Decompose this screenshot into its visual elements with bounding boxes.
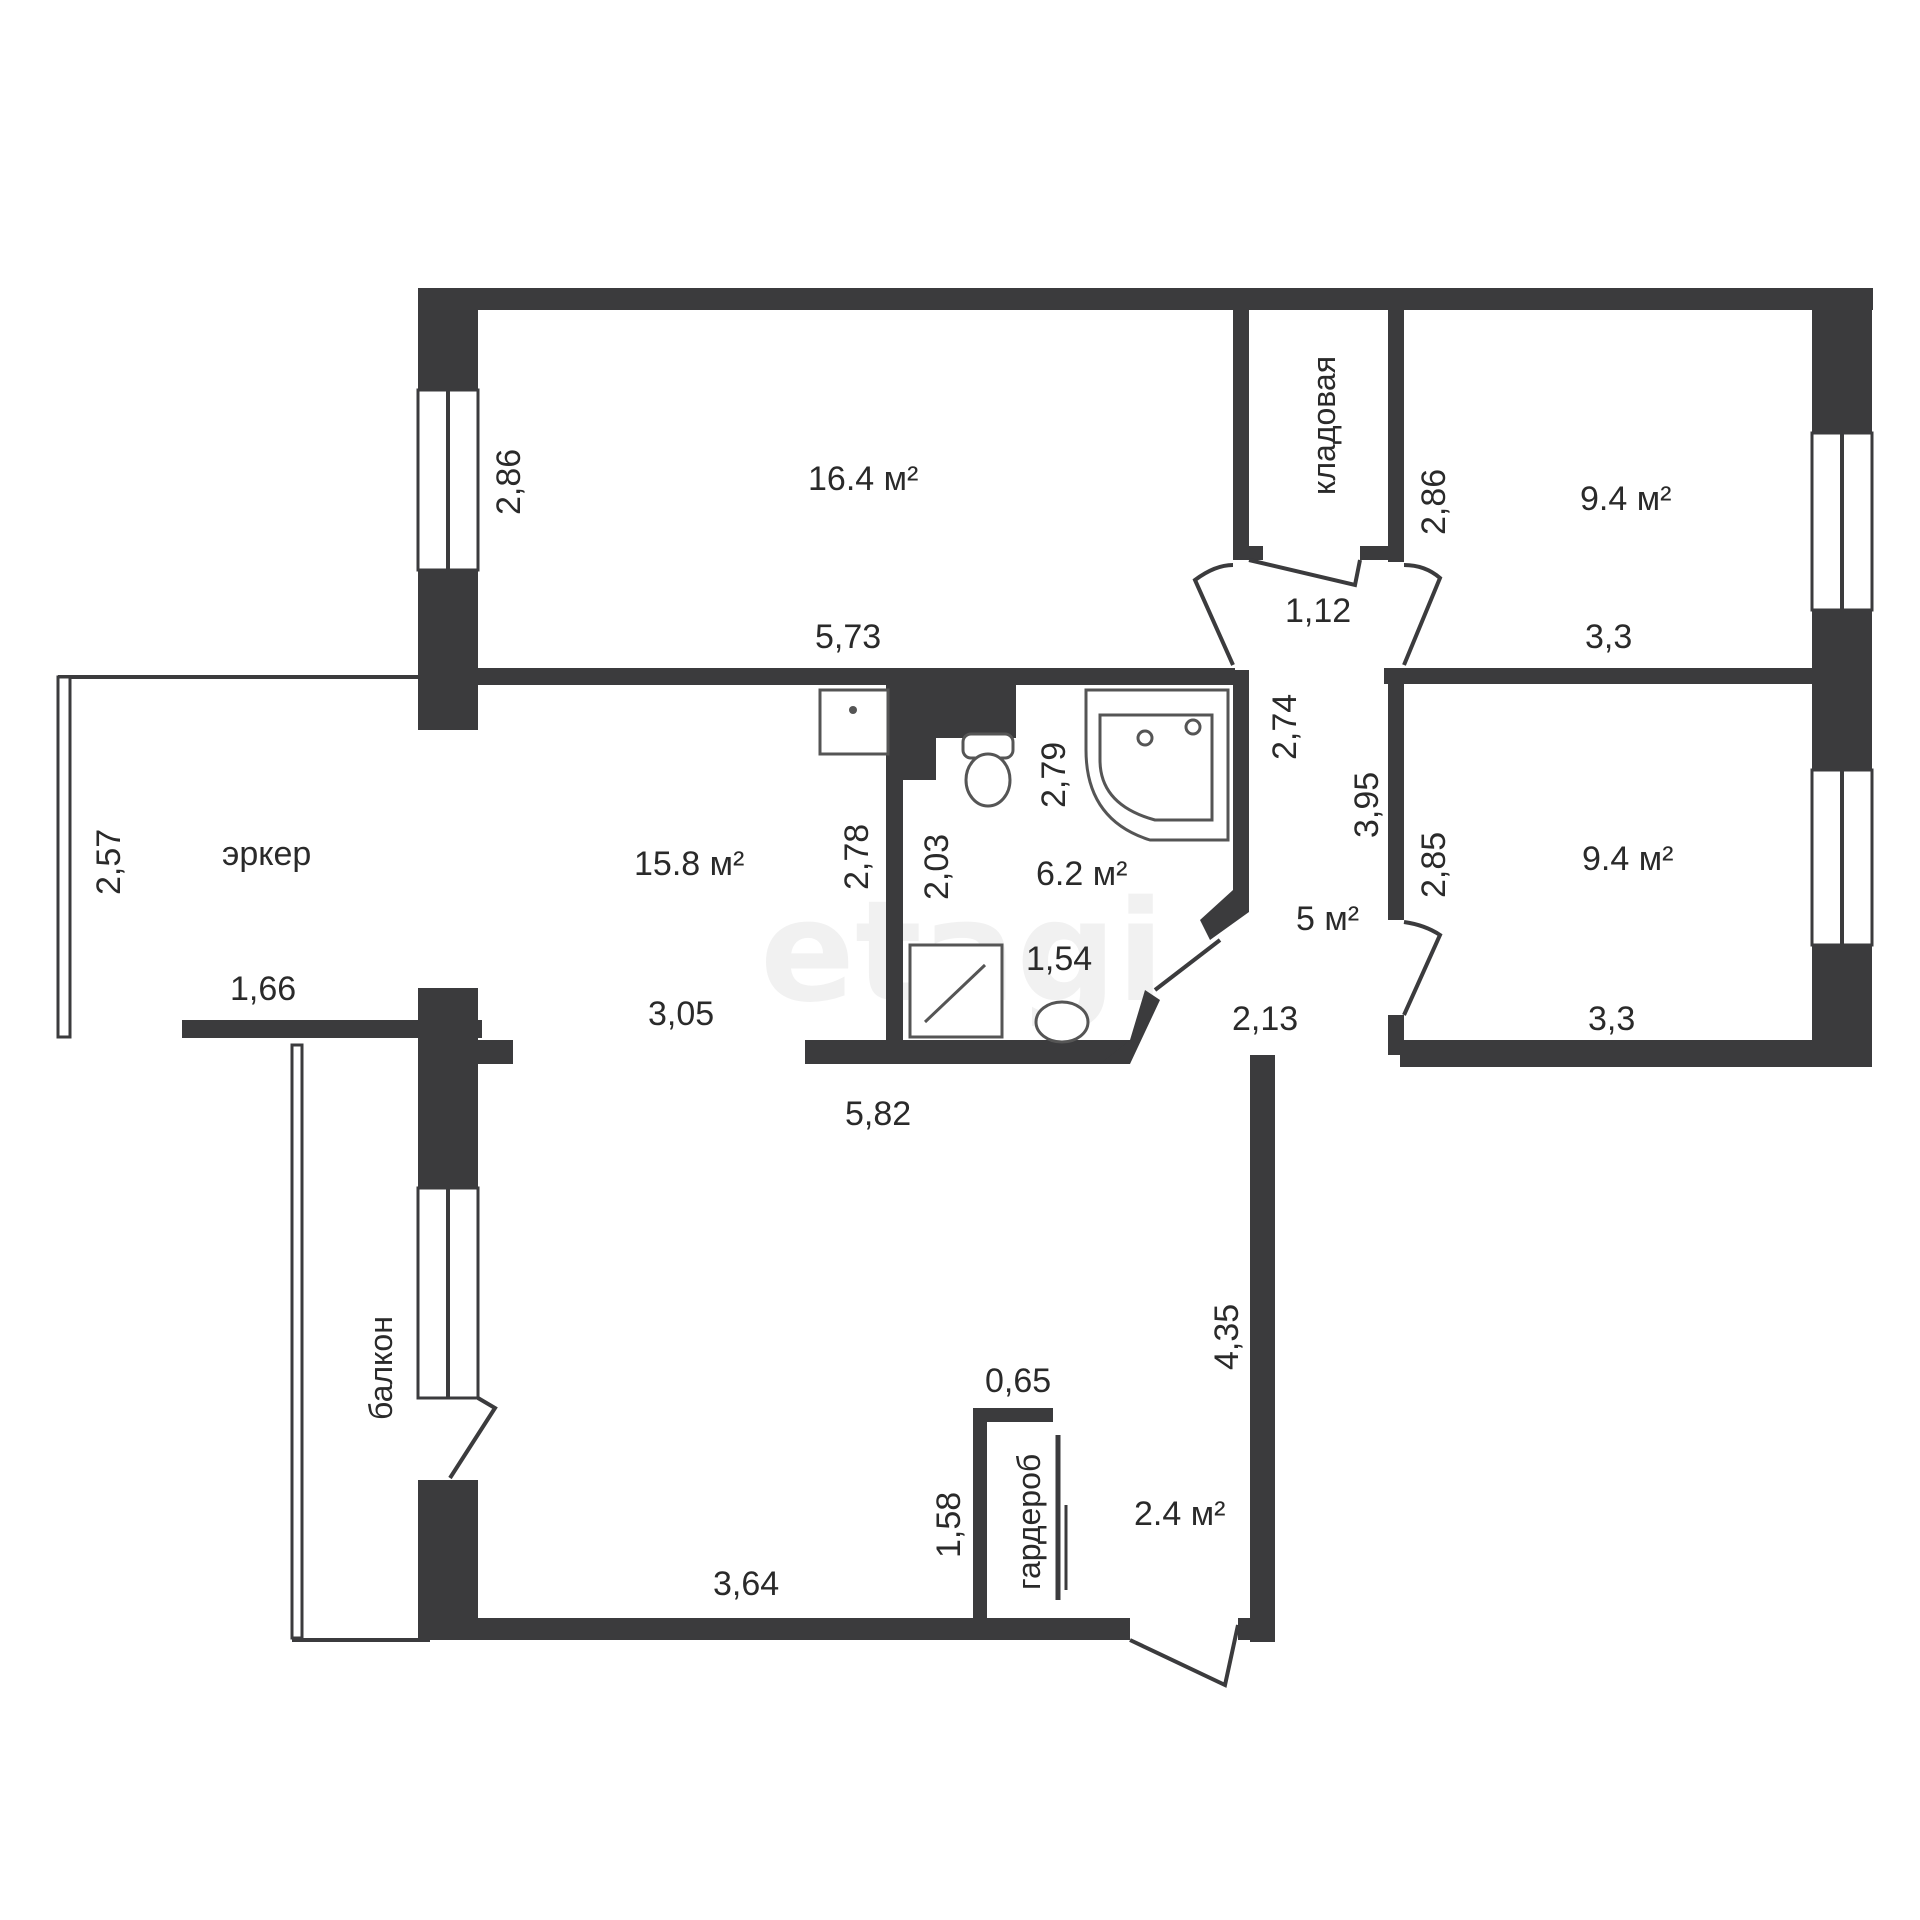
dim-room1-h: 2,86 <box>490 449 528 515</box>
dim-bay-h: 2,57 <box>90 829 128 895</box>
storage-label: кладовая <box>1306 356 1342 495</box>
stove-icon <box>818 688 890 756</box>
entry-area: 2.4 м² <box>1134 1495 1225 1533</box>
room1-area: 16.4 м² <box>808 460 918 498</box>
bay-label: эркер <box>222 835 311 873</box>
walls <box>182 288 1873 1642</box>
dim-room1-w: 5,73 <box>815 618 881 656</box>
dim-bath-h2: 2,03 <box>918 834 956 900</box>
dim-kitchen-h: 2,78 <box>838 824 876 890</box>
room2-area: 9.4 м² <box>1580 480 1671 518</box>
kitchen-area: 15.8 м² <box>634 845 744 883</box>
dim-bath-h1: 2,79 <box>1035 742 1073 808</box>
bath-area: 6.2 м² <box>1036 855 1127 893</box>
room3-area: 9.4 м² <box>1582 840 1673 878</box>
dim-hall-h1: 2,74 <box>1266 694 1304 760</box>
balcony-outline <box>290 1043 430 1642</box>
dim-hall-h2: 3,95 <box>1348 772 1386 838</box>
dim-room2-w: 3,3 <box>1585 618 1632 656</box>
dim-wardrobe-w: 0,65 <box>985 1362 1051 1400</box>
dim-room3-w: 3,3 <box>1588 1000 1635 1038</box>
dim-bath-w: 1,54 <box>1026 940 1092 978</box>
balcony-label: балкон <box>363 1316 399 1420</box>
dim-wardrobe-h: 1,58 <box>930 1492 968 1558</box>
dim-storage-w: 1,12 <box>1285 592 1351 630</box>
dim-kitchen-w: 3,05 <box>648 995 714 1033</box>
dim-hall-w: 2,13 <box>1232 1000 1298 1038</box>
wardrobe-label: гардероб <box>1011 1454 1047 1590</box>
dim-room2-h: 2,86 <box>1415 469 1453 535</box>
fixtures <box>818 688 1230 1044</box>
doors <box>448 558 1443 1688</box>
dim-bay-w: 1,66 <box>230 970 296 1008</box>
room-labels: 16.4 м² 9.4 м² 9.4 м² 15.8 м² эркер 6.2 … <box>222 356 1673 1590</box>
dim-living-w1: 5,82 <box>845 1095 911 1133</box>
dim-entry-h: 4,35 <box>1208 1304 1246 1370</box>
windows <box>416 388 1874 1400</box>
bay-window-outline <box>56 675 420 1039</box>
toilet-icon <box>964 752 1012 808</box>
dimension-labels: 2,86 5,73 1,12 2,86 3,3 2,85 3,3 2,74 3,… <box>90 449 1635 1603</box>
dim-living-w2: 3,64 <box>713 1565 779 1603</box>
sink-icon <box>1034 1000 1090 1044</box>
hall-area: 5 м² <box>1296 900 1359 938</box>
dim-room3-h: 2,85 <box>1415 832 1453 898</box>
